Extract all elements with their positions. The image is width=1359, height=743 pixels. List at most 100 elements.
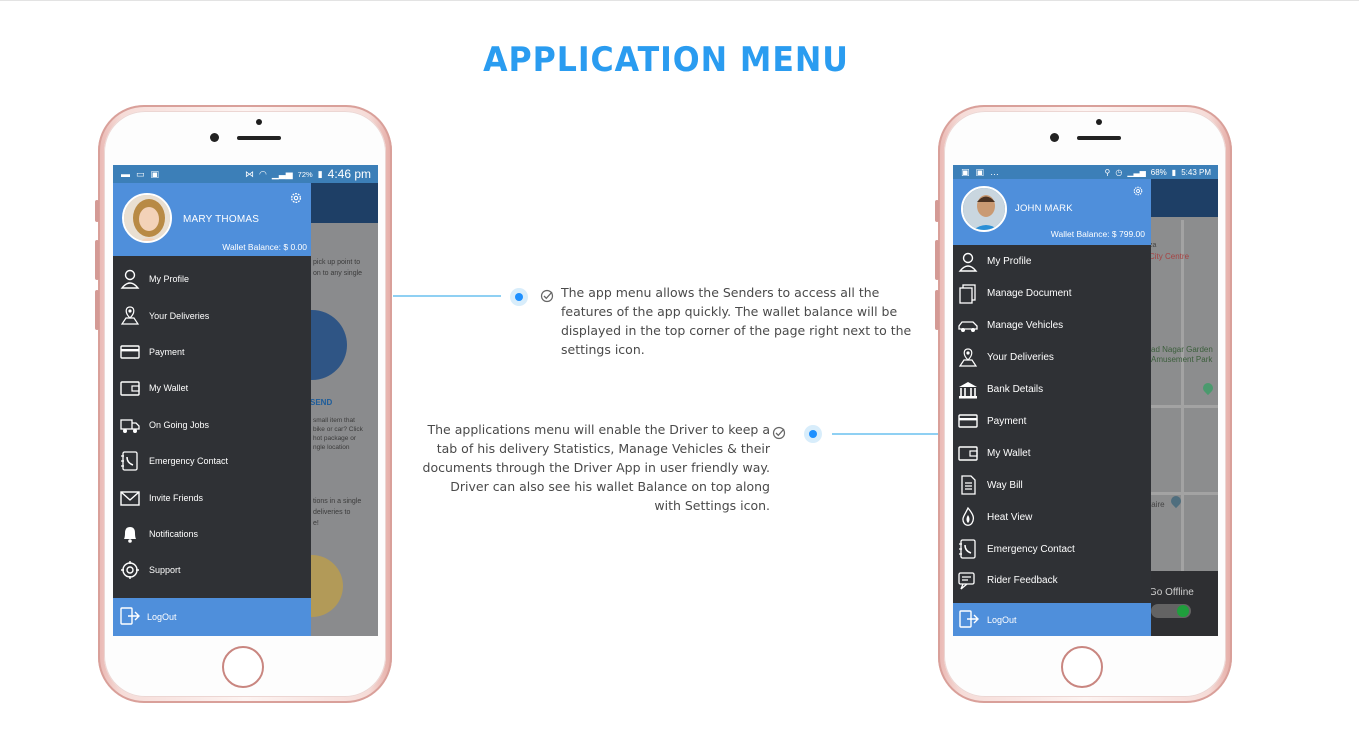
battery-level: 72% (297, 169, 313, 179)
menu-item-label: Rider Feedback (987, 575, 1058, 587)
callout-dot (804, 425, 822, 443)
bell-icon (119, 523, 141, 545)
logout-icon (959, 609, 979, 630)
left-phone-screen: pick up point to on to any single SEND s… (113, 165, 378, 636)
menu-item-label: Your Deliveries (149, 310, 210, 321)
toggle-knob (1177, 605, 1189, 617)
background-app-header (311, 183, 378, 223)
logout-label: LogOut (987, 614, 1017, 625)
go-offline-panel: Go Offline (1149, 571, 1218, 636)
menu-item-label: My Wallet (987, 447, 1031, 459)
menu-item-my-wallet[interactable]: My Wallet (953, 437, 1151, 469)
menu-item-label: Emergency Contact (987, 543, 1075, 555)
send-heading: SEND (310, 398, 333, 407)
menu-item-manage-document[interactable]: Manage Document (953, 278, 1151, 310)
callout-connector-line (832, 433, 938, 435)
settings-gear-icon[interactable] (289, 191, 303, 205)
menu-item-label: Support (149, 565, 181, 576)
list-icon (957, 474, 979, 496)
signal-icon: ▁▃▅ (1127, 167, 1146, 177)
menu-item-rider-feedback[interactable]: Rider Feedback (953, 565, 1151, 597)
menu-item-label: Heat View (987, 511, 1033, 523)
bg-text-line: deliveries to (313, 509, 351, 516)
menu-item-my-profile[interactable]: My Profile (953, 246, 1151, 278)
map-header (1151, 179, 1218, 217)
go-offline-label: Go Offline (1149, 587, 1194, 598)
map-pin-icon (119, 305, 141, 327)
menu-item-way-bill[interactable]: Way Bill (953, 469, 1151, 501)
vibrate-icon: ⋈ (245, 168, 255, 179)
go-offline-toggle[interactable] (1151, 604, 1191, 618)
menu-item-my-wallet[interactable]: My Wallet (113, 370, 311, 406)
avatar-image (124, 195, 170, 241)
menu-item-my-profile[interactable]: My Profile (113, 261, 311, 297)
menu-item-label: Invite Friends (149, 492, 204, 503)
bg-text-line: ngle location (313, 444, 350, 451)
menu-item-label: Payment (987, 415, 1027, 427)
phone-book-icon (119, 450, 141, 472)
menu-item-emergency-contact[interactable]: Emergency Contact (953, 533, 1151, 565)
navigation-drawer: MARY THOMAS Wallet Balance: $ 0.00 My Pr… (113, 183, 311, 636)
battery-icon: ▮ (1171, 167, 1177, 177)
driver-callout-text: The applications menu will enable the Dr… (422, 422, 770, 513)
left-phone-frame: pick up point to on to any single SEND s… (95, 105, 392, 703)
battery-icon: ▮ (317, 168, 323, 179)
menu-item-heat-view[interactable]: Heat View (953, 501, 1151, 533)
menu-item-payment[interactable]: Payment (113, 334, 311, 370)
map-background: City Centre za ad Nagar Garden Amusement… (1149, 165, 1218, 636)
bg-text-line: on to any single (313, 270, 363, 277)
menu-item-manage-vehicles[interactable]: Manage Vehicles (953, 310, 1151, 342)
bg-text-line: bike or car? Click (313, 426, 363, 433)
menu-item-support[interactable]: Support (113, 552, 311, 588)
status-time: 4:46 pm (327, 167, 371, 181)
status-bar: ▬ ▭ ▣ ⋈ ◠ ▁▃▅ 72% ▮ 4:46 pm (113, 165, 378, 183)
status-bar: ▣ ▣ … ⚲ ◷ ▁▃▅ 68% ▮ 5:43 PM (953, 165, 1218, 179)
home-button[interactable] (222, 646, 264, 688)
wallet-icon (957, 442, 979, 464)
menu-item-notifications[interactable]: Notifications (113, 516, 311, 552)
menu-item-your-deliveries[interactable]: Your Deliveries (953, 342, 1151, 374)
map-label: taire (1149, 500, 1165, 509)
front-camera (1050, 133, 1059, 142)
menu-item-label: Emergency Contact (149, 456, 229, 467)
menu-item-on-going-jobs[interactable]: On Going Jobs (113, 407, 311, 443)
map-label: Amusement Park (1151, 355, 1213, 364)
user-icon (957, 251, 979, 273)
map-label: City Centre (1149, 252, 1190, 261)
earpiece-speaker (1077, 136, 1121, 140)
menu-item-bank-details[interactable]: Bank Details (953, 374, 1151, 406)
menu-item-label: Manage Vehicles (987, 320, 1064, 332)
mute-switch (935, 200, 939, 222)
logout-button[interactable]: LogOut (113, 598, 311, 636)
wallet-balance: Wallet Balance: $ 799.00 (1050, 229, 1145, 239)
logout-icon (120, 607, 140, 627)
menu-item-invite-friends[interactable]: Invite Friends (113, 479, 311, 515)
alarm-icon: ◷ (1115, 167, 1123, 177)
menu-item-emergency-contact[interactable]: Emergency Contact (113, 443, 311, 479)
bank-icon (957, 379, 979, 401)
car-icon (957, 315, 979, 337)
feedback-icon (957, 570, 979, 592)
menu-item-label: Way Bill (987, 479, 1023, 491)
avatar[interactable] (961, 186, 1007, 232)
menu-item-payment[interactable]: Payment (953, 406, 1151, 438)
right-phone-frame: City Centre za ad Nagar Garden Amusement… (935, 105, 1232, 703)
settings-gear-icon[interactable] (1132, 185, 1144, 197)
home-button[interactable] (1061, 646, 1103, 688)
card-icon (119, 341, 141, 363)
callout-connector-line (393, 295, 501, 297)
menu-item-your-deliveries[interactable]: Your Deliveries (113, 297, 311, 333)
avatar[interactable] (122, 193, 172, 243)
proximity-sensor (256, 119, 262, 125)
wifi-icon: ◠ (259, 168, 267, 179)
battery-level: 68% (1150, 167, 1167, 177)
menu-item-label: Payment (149, 346, 185, 357)
callout-dot (510, 288, 528, 306)
drawer-header: JOHN MARK Wallet Balance: $ 799.00 (953, 179, 1151, 245)
menu-item-label: My Profile (149, 274, 190, 285)
logout-button[interactable]: LogOut (953, 603, 1151, 636)
screenshot-icon: ▭ (136, 168, 145, 179)
earpiece-speaker (237, 136, 281, 140)
menu-item-label: Bank Details (987, 384, 1044, 396)
volume-down-button (935, 290, 939, 330)
